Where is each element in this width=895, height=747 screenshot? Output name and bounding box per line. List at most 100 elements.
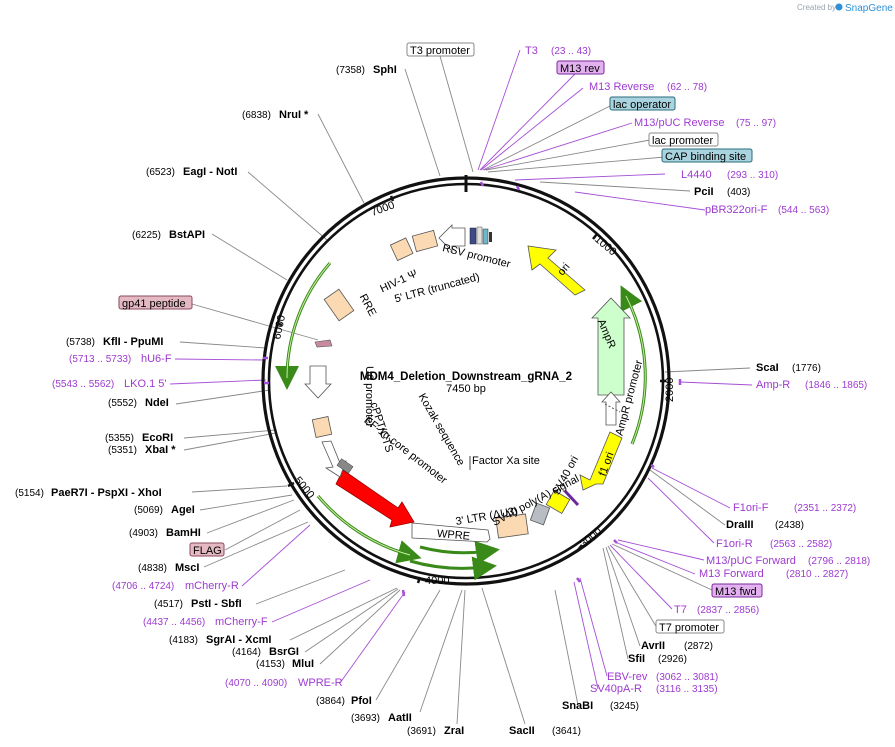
sfii-pos: (2926): [658, 654, 687, 665]
lac-promoter-box: [648, 132, 719, 147]
gp41-mark: [314, 339, 333, 348]
zrai-label: ZraI: [444, 725, 464, 737]
ampr-arrow: [591, 297, 631, 396]
gp41-label: gp41 peptide: [122, 298, 186, 310]
tick-1000: 1000: [592, 233, 618, 258]
sv40-ori-box: [545, 490, 571, 514]
avrii-pos: (2872): [684, 641, 713, 652]
cap-site-box: [661, 148, 753, 163]
green-arc-bottom-3: [419, 540, 500, 565]
mcherry-f-pos: (4437 .. 4456): [143, 617, 205, 628]
wpre-label: WPRE: [437, 528, 471, 543]
ltr5-box: [411, 229, 439, 253]
u6-promoter-label: U6 promoter: [363, 366, 375, 427]
aatii-pos: (3693): [351, 713, 380, 724]
sv40-ori-mark: [563, 489, 580, 507]
rre-box: [323, 288, 355, 322]
lac-block-4: [489, 232, 492, 242]
mcherry-arrow: [335, 469, 415, 528]
m13-forward-label: M13 Forward: [699, 568, 764, 580]
lac-promoter-label: lac promoter: [652, 135, 713, 147]
tick-5000: 5000: [292, 475, 317, 501]
gp41-box: [118, 295, 193, 310]
m13-puc-forward-pos: (2796 .. 2818): [808, 556, 870, 567]
plasmid-length: 7450 bp: [446, 383, 486, 395]
pbr322-pos: (544 .. 563): [778, 205, 829, 216]
ecori-label: EcoRI: [142, 432, 173, 444]
m13-reverse-label: M13 Reverse: [589, 81, 654, 93]
t3-label: T3: [525, 45, 538, 57]
sgrai-xcmi-pos: (4183): [169, 635, 198, 646]
bsrgi-pos: (4164): [232, 647, 261, 658]
t7-promoter-label: T7 promoter: [659, 622, 719, 634]
flag-box: [189, 542, 225, 557]
eagi-noti-label: EagI - NotI: [183, 166, 237, 178]
hu6-f-pos: (5713 .. 5733): [69, 354, 131, 365]
green-arc-left: [275, 262, 332, 390]
m13-forward-pos: (2810 .. 2827): [786, 569, 848, 580]
sfii-label: SfiI: [628, 653, 645, 665]
tick-6000: 6000: [271, 314, 288, 340]
sv40pa-r-pos: (3116 .. 3135): [656, 684, 718, 695]
m13-rev-box: [556, 60, 605, 75]
hiv-psi-box: [389, 237, 414, 262]
mcherry-r-label: mCherry-R: [185, 580, 239, 592]
snapgene-logo-icon: [835, 3, 843, 11]
xbai-pos: (5351): [108, 445, 137, 456]
u6-promoter-arrow: [304, 365, 332, 399]
sgrai-xcmi-label: SgrAI - XcmI: [206, 634, 271, 646]
t3-promoter-box: [406, 42, 475, 57]
f1ori-f-label: F1ori-F: [733, 502, 769, 514]
msci-pos: (4838): [138, 563, 167, 574]
rsv-promoter-label: RSV promoter: [441, 242, 512, 271]
nrui-pos: (6838): [242, 110, 271, 121]
amp-r-label: Amp-R: [756, 379, 790, 391]
t3-promoter-label: T3 promoter: [410, 45, 470, 57]
lac-block-1: [469, 227, 477, 245]
m13-puc-reverse-label: M13/pUC Reverse: [634, 117, 724, 129]
feature-arcs-highlight: [286, 262, 646, 556]
m13-reverse-pos: (62 .. 78): [667, 82, 707, 93]
kozak-mark: [336, 458, 354, 474]
scai-pos: (1776): [792, 363, 821, 374]
f1-ori-label: f1 ori: [597, 451, 617, 478]
ori-arrow: [527, 245, 586, 296]
m13-rev-label: M13 rev: [560, 63, 600, 75]
lac-block-3: [482, 228, 489, 245]
ltr3-box: [495, 513, 529, 539]
rre-label: RRE: [357, 292, 379, 318]
m13-puc-reverse-pos: (75 .. 97): [736, 118, 776, 129]
pbr322-label: pBR322ori-F: [705, 204, 768, 216]
mlui-label: MluI: [292, 658, 314, 670]
ampr-promoter-arrow: [601, 391, 621, 426]
snabi-pos: (3245): [610, 701, 639, 712]
t3-pos: (23 .. 43): [551, 46, 591, 57]
tick-7000: 7000: [369, 199, 396, 219]
psti-sbfi-label: PstI - SbfI: [191, 598, 242, 610]
wpre-r-label: WPRE-R: [298, 677, 343, 689]
snabi-label: SnaBI: [562, 700, 593, 712]
pae-psp-xho-pos: (5154): [15, 488, 44, 499]
t7-pos: (2837 .. 2856): [697, 605, 759, 616]
mcherry-f-label: mCherry-F: [215, 616, 268, 628]
ndei-label: NdeI: [145, 397, 169, 409]
t7-label: T7: [674, 604, 687, 616]
lac-operator-label: lac operator: [613, 99, 671, 111]
f1ori-r-pos: (2563 .. 2582): [770, 539, 832, 550]
wpre-r-pos: (4070 .. 4090): [225, 678, 287, 689]
plasmid-name: MDM4_Deletion_Downstream_gRNA_2: [360, 371, 572, 383]
amp-r-pos: (1846 .. 1865): [805, 380, 867, 391]
agei-pos: (5069): [134, 505, 163, 516]
hu6-f-label: hU6-F: [141, 353, 172, 365]
cppt-box: [311, 416, 333, 438]
mlui-pos: (4153): [256, 659, 285, 670]
sacii-label: SacII: [509, 725, 535, 737]
sv40pa-r-label: SV40pA-R: [590, 683, 642, 695]
ebv-rev-label: EBV-rev: [607, 671, 648, 683]
bstapi-label: BstAPI: [169, 229, 205, 241]
lko-pos: (5543 .. 5562): [52, 379, 114, 390]
cap-site-label: CAP binding site: [665, 151, 746, 163]
m13-fwd-label: M13 fwd: [715, 586, 757, 598]
sv40-polya-box: [529, 502, 551, 526]
